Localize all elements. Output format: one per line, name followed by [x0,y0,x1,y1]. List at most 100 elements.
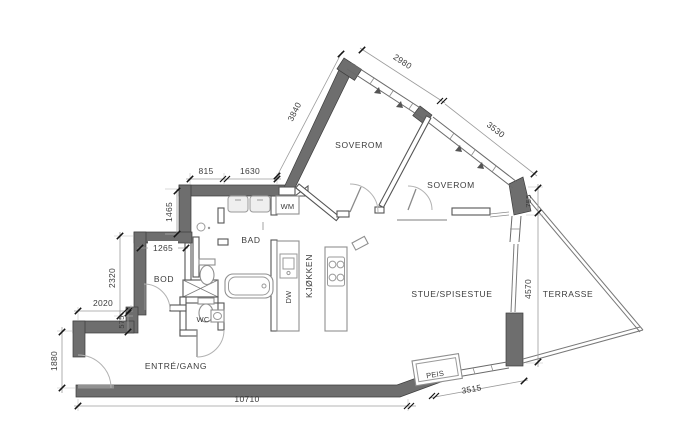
dimensions [57,46,543,411]
terrace-sliding-door-2 [514,243,519,313]
dim-2020: 2020 [93,298,113,308]
door-leaf [407,188,417,211]
wall-top [178,184,292,197]
wall-bath-west [192,236,200,278]
bedroom2-window-line-1 [489,211,510,215]
dimension-labels: 815 1630 1465 1265 2320 2020 575 1880 10… [49,52,533,404]
facade-run2-vent-arrow [455,145,462,152]
facade-run1-inner [346,68,425,120]
bedroom1-door [349,183,379,213]
dim-1265: 1265 [153,243,173,253]
wall-bath-nub-h [217,238,229,246]
dim-1265-bg [148,241,178,253]
door-leaf [349,186,362,213]
dim-2320: 2320 [107,268,117,288]
wall-bod-east [184,242,192,281]
washing-machine-icon [275,195,300,215]
room-label-soverom-2: SOVEROM [427,180,475,190]
fixtures [196,195,463,387]
room-label-soverom-1: SOVEROM [335,140,383,150]
fixture-label-dw: DW [284,290,293,304]
terrace-sliding-door-1 [510,243,515,313]
railing-bottom-outer [522,329,644,364]
wall-bedroom1-south [336,210,350,218]
bathroom-sink-icon [249,195,271,213]
bedroom2-door [407,185,433,211]
fixture-label-peis: PEIS [426,369,445,381]
dim-3515: 3515 [461,382,483,395]
toilet-icon [198,258,216,286]
facade-run1-vent-arrow [374,87,381,94]
wall-bod-west [133,231,147,316]
dim-1630: 1630 [240,166,260,176]
door-swing-arc [349,183,379,213]
exterior-walls [72,57,532,398]
wc-sink-icon [210,309,225,323]
wall-wm-niche [278,186,296,196]
railing-hypotenuse-inner [525,196,641,333]
south-window-mullion [490,364,494,372]
entrance-door [77,354,114,389]
bedroom2-window-line-2 [489,214,510,218]
south-window-outer [456,367,510,378]
facade-run1-mullion [369,77,375,85]
facade-run2-vent-arrow [477,162,484,169]
dim-1465: 1465 [164,202,174,222]
wall-south [75,367,450,398]
wall-bath-nub-v [217,207,225,224]
facade-run2-mullion [491,165,497,173]
room-label-terrasse: TERRASSE [543,289,594,299]
cooktop-burner [336,273,345,282]
dim-2980: 2980 [391,52,413,71]
cooktop-burner [336,260,345,269]
bod-door [143,283,171,311]
railing-bottom-inner [522,326,641,360]
fixture-label-wm: WM [281,202,295,211]
room-label-kjokken: KJØKKEN [304,254,314,298]
cooktop-burner [328,260,337,269]
facade-run2-mullion [449,132,455,140]
wall-bedroom1-west-diagonal [295,183,341,222]
dim-3840: 3840 [285,100,303,122]
facade-run2-mullion [470,149,476,157]
room-label-entre: ENTRÉ/GANG [145,361,207,371]
dim-3530: 3530 [485,120,507,140]
doors [77,183,433,389]
facade-run1-vent-arrow [396,101,403,108]
dim-575: 575 [117,315,126,328]
post-east-corner [508,176,532,216]
room-label-bod: BOD [154,274,174,284]
dim-line-3840 [275,51,343,179]
room-label-wc: WC [197,315,210,324]
dim-1880: 1880 [49,351,59,371]
railing-hypotenuse-outer [528,194,644,331]
dim-755: 755 [524,194,533,207]
south-window-mullion [472,367,476,375]
facade-run1-outer [350,62,429,114]
floor-drain-dot [207,226,211,230]
dim-10710: 10710 [234,394,259,404]
dim-815: 815 [198,166,213,176]
wall-bod-south [169,304,187,312]
wall-bedroom1-stub [374,206,385,214]
toilet-icon [197,297,215,323]
fireplace-icon [411,353,463,387]
wall-bedroom2-south [451,207,491,216]
facade-run1-mullion [388,90,394,98]
door-swing-arc [196,329,225,358]
dim-line-3515 [428,379,529,399]
wc-door [196,329,225,358]
door-swing-arc [77,354,112,389]
door-swing-arc [143,283,171,311]
south-window-inner [454,361,508,372]
wall-entry-west [72,320,86,358]
terrace-railing [522,194,644,364]
floor-drain-icon [196,222,206,232]
wall-wc-south [179,329,198,337]
column [351,235,369,251]
room-label-bad: BAD [241,235,260,245]
wall-left-upper [178,184,192,238]
wall-northwest-diagonal [279,58,356,197]
